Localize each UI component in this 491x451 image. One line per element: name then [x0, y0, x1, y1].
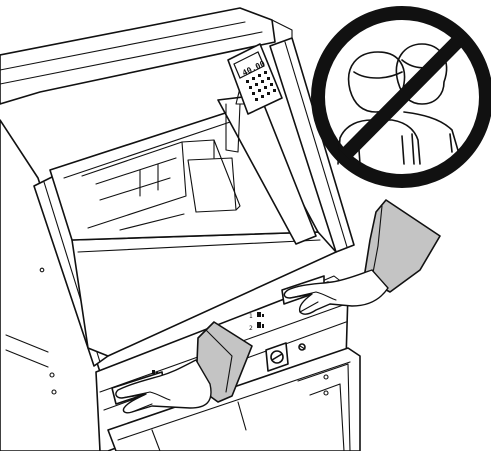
terminal-screen: [233, 51, 265, 79]
right-hand[interactable]: [283, 269, 389, 315]
right-arm: [283, 199, 441, 315]
blade-symbol-icons: [152, 312, 264, 374]
no-second-person-sign: [311, 6, 491, 188]
machine-top-housing: [0, 7, 276, 105]
front-frame-right-post: [269, 37, 355, 253]
indicator-label-1: 1: [249, 313, 253, 320]
control-terminal: 40.00: [227, 43, 283, 115]
machine-base: [107, 347, 361, 451]
key-switch[interactable]: [265, 342, 306, 372]
left-hand[interactable]: [115, 359, 212, 414]
right-sleeve: [363, 199, 441, 293]
left-arm: [115, 321, 253, 414]
terminal-keypad: [246, 71, 276, 101]
indicator-label-2: 2: [249, 325, 253, 332]
prohibition-slash: [340, 33, 466, 160]
